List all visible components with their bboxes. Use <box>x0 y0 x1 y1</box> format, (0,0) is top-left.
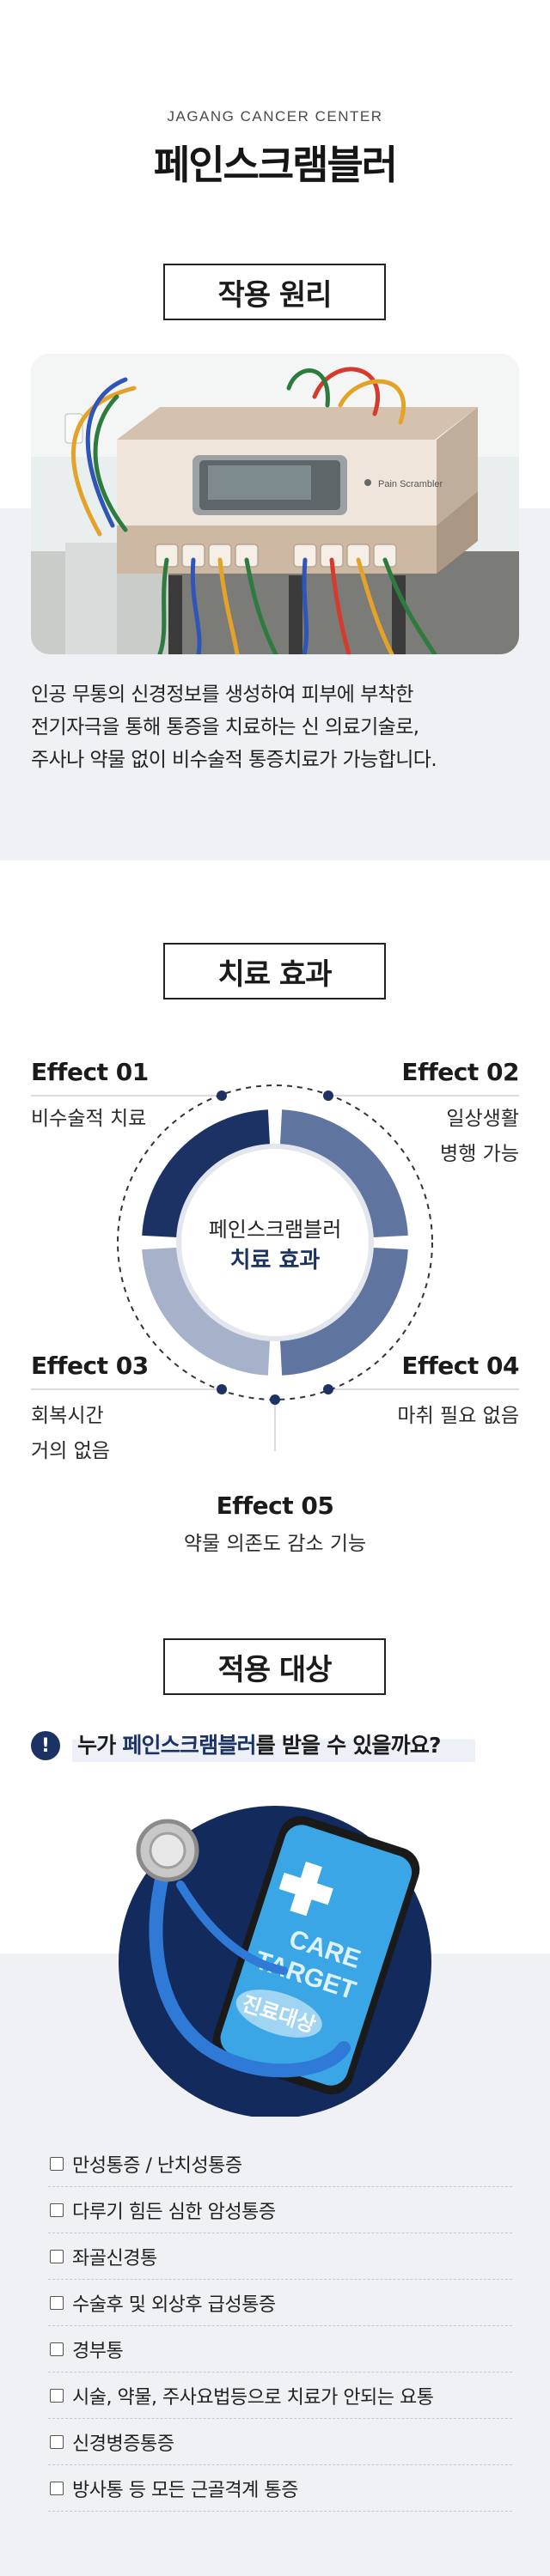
checkbox-icon <box>50 2481 64 2495</box>
target-item-5: 경부통 <box>48 2326 512 2372</box>
device-photo: Pain Scrambler <box>31 354 519 654</box>
effect-01-text: 비수술적 치료 <box>31 1102 146 1137</box>
targets-question-bar: ! 누가 페인스크램블러를 받을 수 있을까요? <box>31 1728 512 1764</box>
targets-question-prefix: 누가 <box>77 1733 123 1758</box>
effect-03-title: Effect 03 <box>31 1352 149 1380</box>
effect-01-title: Effect 01 <box>31 1058 149 1086</box>
effect-04-text-line-1: 마취 필요 없음 <box>397 1405 519 1427</box>
checkbox-icon <box>50 2388 64 2403</box>
effect-03-text: 회복시간 거의 없음 <box>31 1399 110 1469</box>
effects-dashed-ring <box>117 1084 433 1400</box>
care-target-illustration: CARE TARGET 진료대상 <box>119 1806 431 2117</box>
principle-description-line-1: 인공 무통의 신경정보를 생성하여 피부에 부착한 <box>31 683 413 706</box>
effect-02-text: 일상생활 병행 가능 <box>440 1102 519 1172</box>
effect-02-title: Effect 02 <box>401 1058 519 1086</box>
page-title: 페인스크램블러 <box>153 142 398 188</box>
effects-heading: 치료 효과 <box>163 943 386 999</box>
effect-03-text-line-2: 거의 없음 <box>31 1440 110 1462</box>
target-item-7: 신경병증통증 <box>48 2419 512 2465</box>
target-item-label: 다루기 힘든 심한 암성통증 <box>72 2201 276 2223</box>
effects-center-line-1: 페인스크램블러 <box>209 1218 342 1242</box>
effect-01-text-line-1: 비수술적 치료 <box>31 1108 147 1130</box>
targets-question-suffix: 를 받을 수 있을까요? <box>255 1733 442 1758</box>
targets-question-highlight: 페인스크램블러 <box>122 1733 256 1758</box>
effects-center-line-2: 치료 효과 <box>230 1248 321 1273</box>
target-item-label: 만성통증 / 난치성통증 <box>72 2154 242 2177</box>
targets-question: 누가 페인스크램블러를 받을 수 있을까요? <box>72 1729 475 1762</box>
target-item-4: 수술후 및 외상후 급성통증 <box>48 2280 512 2326</box>
effect-04-text: 마취 필요 없음 <box>397 1399 519 1434</box>
target-item-label: 좌골신경통 <box>72 2247 157 2269</box>
effect-03-text-line-1: 회복시간 <box>31 1405 104 1427</box>
principle-heading: 작용 원리 <box>163 264 386 320</box>
phone-badge-shape <box>235 1990 322 2038</box>
effect-03-dot <box>217 1384 227 1394</box>
checkbox-icon <box>50 2156 64 2171</box>
checkbox-icon <box>50 2249 64 2263</box>
checkbox-icon <box>50 2202 64 2217</box>
device-photo-label: Pain Scrambler <box>378 479 443 489</box>
target-item-3: 좌골신경통 <box>48 2233 512 2280</box>
target-item-label: 수술후 및 외상후 급성통증 <box>72 2293 276 2316</box>
effect-05-dot <box>270 1394 280 1405</box>
targets-heading: 적용 대상 <box>163 1638 386 1695</box>
target-item-label: 방사통 등 모든 근골격계 통증 <box>72 2479 298 2501</box>
principle-description-line-2: 전기자극을 통해 통증을 치료하는 신 의료기술로, <box>31 716 419 738</box>
effects-diagram: 페인스크램블러 치료 효과 <box>31 1084 519 1451</box>
checkbox-icon <box>50 2342 64 2356</box>
device-photo-illustration: Pain Scrambler <box>31 354 519 654</box>
effect-02-dot <box>323 1091 333 1101</box>
target-item-6: 시술, 약물, 주사요법등으로 치료가 안되는 요통 <box>48 2372 512 2419</box>
effect-02-text-line-2: 병행 가능 <box>440 1143 519 1165</box>
target-item-8: 방사통 등 모든 근골격계 통증 <box>48 2465 512 2512</box>
target-item-label: 경부통 <box>72 2340 124 2362</box>
checkbox-icon <box>50 2295 64 2310</box>
target-item-label: 신경병증통증 <box>72 2433 174 2455</box>
exclamation-icon: ! <box>31 1731 60 1760</box>
effect-04-title: Effect 04 <box>401 1352 519 1380</box>
checkbox-icon <box>50 2434 64 2449</box>
stethoscope <box>136 1819 351 2078</box>
principle-description-line-3: 주사나 약물 없이 비수술적 통증치료가 가능합니다. <box>31 749 437 771</box>
effect-05-text-line-1: 약물 의존도 감소 기능 <box>183 1533 367 1555</box>
target-item-1: 만성통증 / 난치성통증 <box>48 2141 512 2187</box>
target-item-2: 다루기 힘든 심한 암성통증 <box>48 2187 512 2233</box>
effects-center-disc <box>176 1144 374 1341</box>
principle-description: 인공 무통의 신경정보를 생성하여 피부에 부착한 전기자극을 통해 통증을 치… <box>31 678 529 776</box>
effect-01-dot <box>217 1091 227 1101</box>
effect-02-text-line-1: 일상생활 <box>446 1108 519 1130</box>
effect-05-text: 약물 의존도 감소 기능 <box>0 1527 550 1562</box>
effect-05-title: Effect 05 <box>216 1492 334 1520</box>
effect-04-dot <box>323 1384 333 1394</box>
brand-subtitle: JAGANG CANCER CENTER <box>167 108 383 125</box>
target-item-label: 시술, 약물, 주사요법등으로 치료가 안되는 요통 <box>72 2386 434 2409</box>
